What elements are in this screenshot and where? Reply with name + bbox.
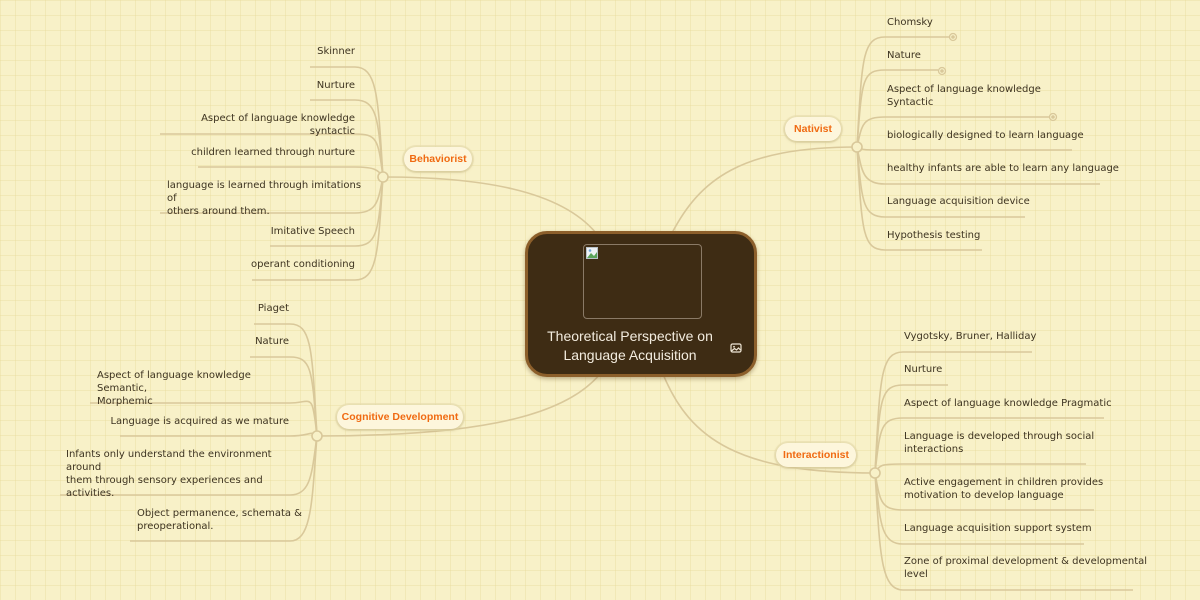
leaf-topic[interactable]: Object permanence, schemata & preoperati… [137, 508, 302, 532]
branch-nativist[interactable]: Nativist [785, 117, 841, 141]
branch-behaviorist[interactable]: Behaviorist [404, 147, 472, 171]
leaf-topic[interactable]: Language acquisition device [887, 196, 1030, 207]
central-topic-image[interactable] [583, 244, 702, 319]
leaf-topic[interactable]: Piaget [257, 303, 289, 314]
leaf-topic[interactable]: Hypothesis testing [887, 230, 981, 241]
leaf-topic[interactable]: Nature [887, 50, 921, 61]
central-topic-node[interactable]: Theoretical Perspective on Language Acqu… [525, 231, 757, 377]
branch-label: Interactionist [783, 449, 849, 461]
leaf-topic[interactable]: Active engagement in children provides m… [904, 477, 1104, 501]
leaf-topic[interactable]: Aspect of language knowledge syntactic [201, 113, 355, 137]
leaf-topic[interactable]: Nurture [904, 364, 943, 375]
leaf-topic[interactable]: Aspect of language knowledge Semantic, M… [97, 370, 251, 407]
leaf-topic[interactable]: Aspect of language knowledge Syntactic [887, 84, 1041, 108]
leaf-topic[interactable]: biologically designed to learn language [887, 130, 1084, 141]
branch-label: Nativist [794, 123, 832, 135]
leaf-topic[interactable]: Nurture [316, 80, 355, 91]
leaf-topic[interactable]: Language is acquired as we mature [110, 416, 289, 427]
leaf-topic[interactable]: Language acquisition support system [904, 523, 1092, 534]
branch-interactionist[interactable]: Interactionist [776, 443, 856, 467]
leaf-topic[interactable]: Imitative Speech [270, 226, 355, 237]
leaf-topic[interactable]: language is learned through imitations o… [167, 180, 362, 217]
leaf-topic[interactable]: Zone of proximal development & developme… [904, 556, 1148, 580]
central-topic-title: Theoretical Perspective on Language Acqu… [547, 328, 713, 363]
leaf-topic[interactable]: Chomsky [887, 17, 933, 28]
leaf-topic[interactable]: healthy infants are able to learn any la… [887, 163, 1119, 174]
leaf-topic[interactable]: Nature [255, 336, 289, 347]
leaf-topic[interactable]: Infants only understand the environment … [66, 449, 272, 499]
leaf-topic[interactable]: Vygotsky, Bruner, Halliday [904, 331, 1037, 342]
image-icon[interactable] [730, 342, 742, 354]
leaf-topic[interactable]: Aspect of language knowledge Pragmatic [904, 398, 1112, 409]
leaf-topic[interactable]: Language is developed through social int… [904, 431, 1095, 455]
branch-label: Behaviorist [409, 153, 467, 165]
broken-image-icon [586, 247, 598, 259]
leaf-topic[interactable]: operant conditioning [251, 259, 355, 270]
branch-cognitive-development[interactable]: Cognitive Development [337, 405, 463, 429]
leaf-topic[interactable]: children learned through nurture [191, 147, 355, 158]
leaf-topic[interactable]: Skinner [317, 46, 355, 57]
branch-label: Cognitive Development [341, 411, 459, 423]
